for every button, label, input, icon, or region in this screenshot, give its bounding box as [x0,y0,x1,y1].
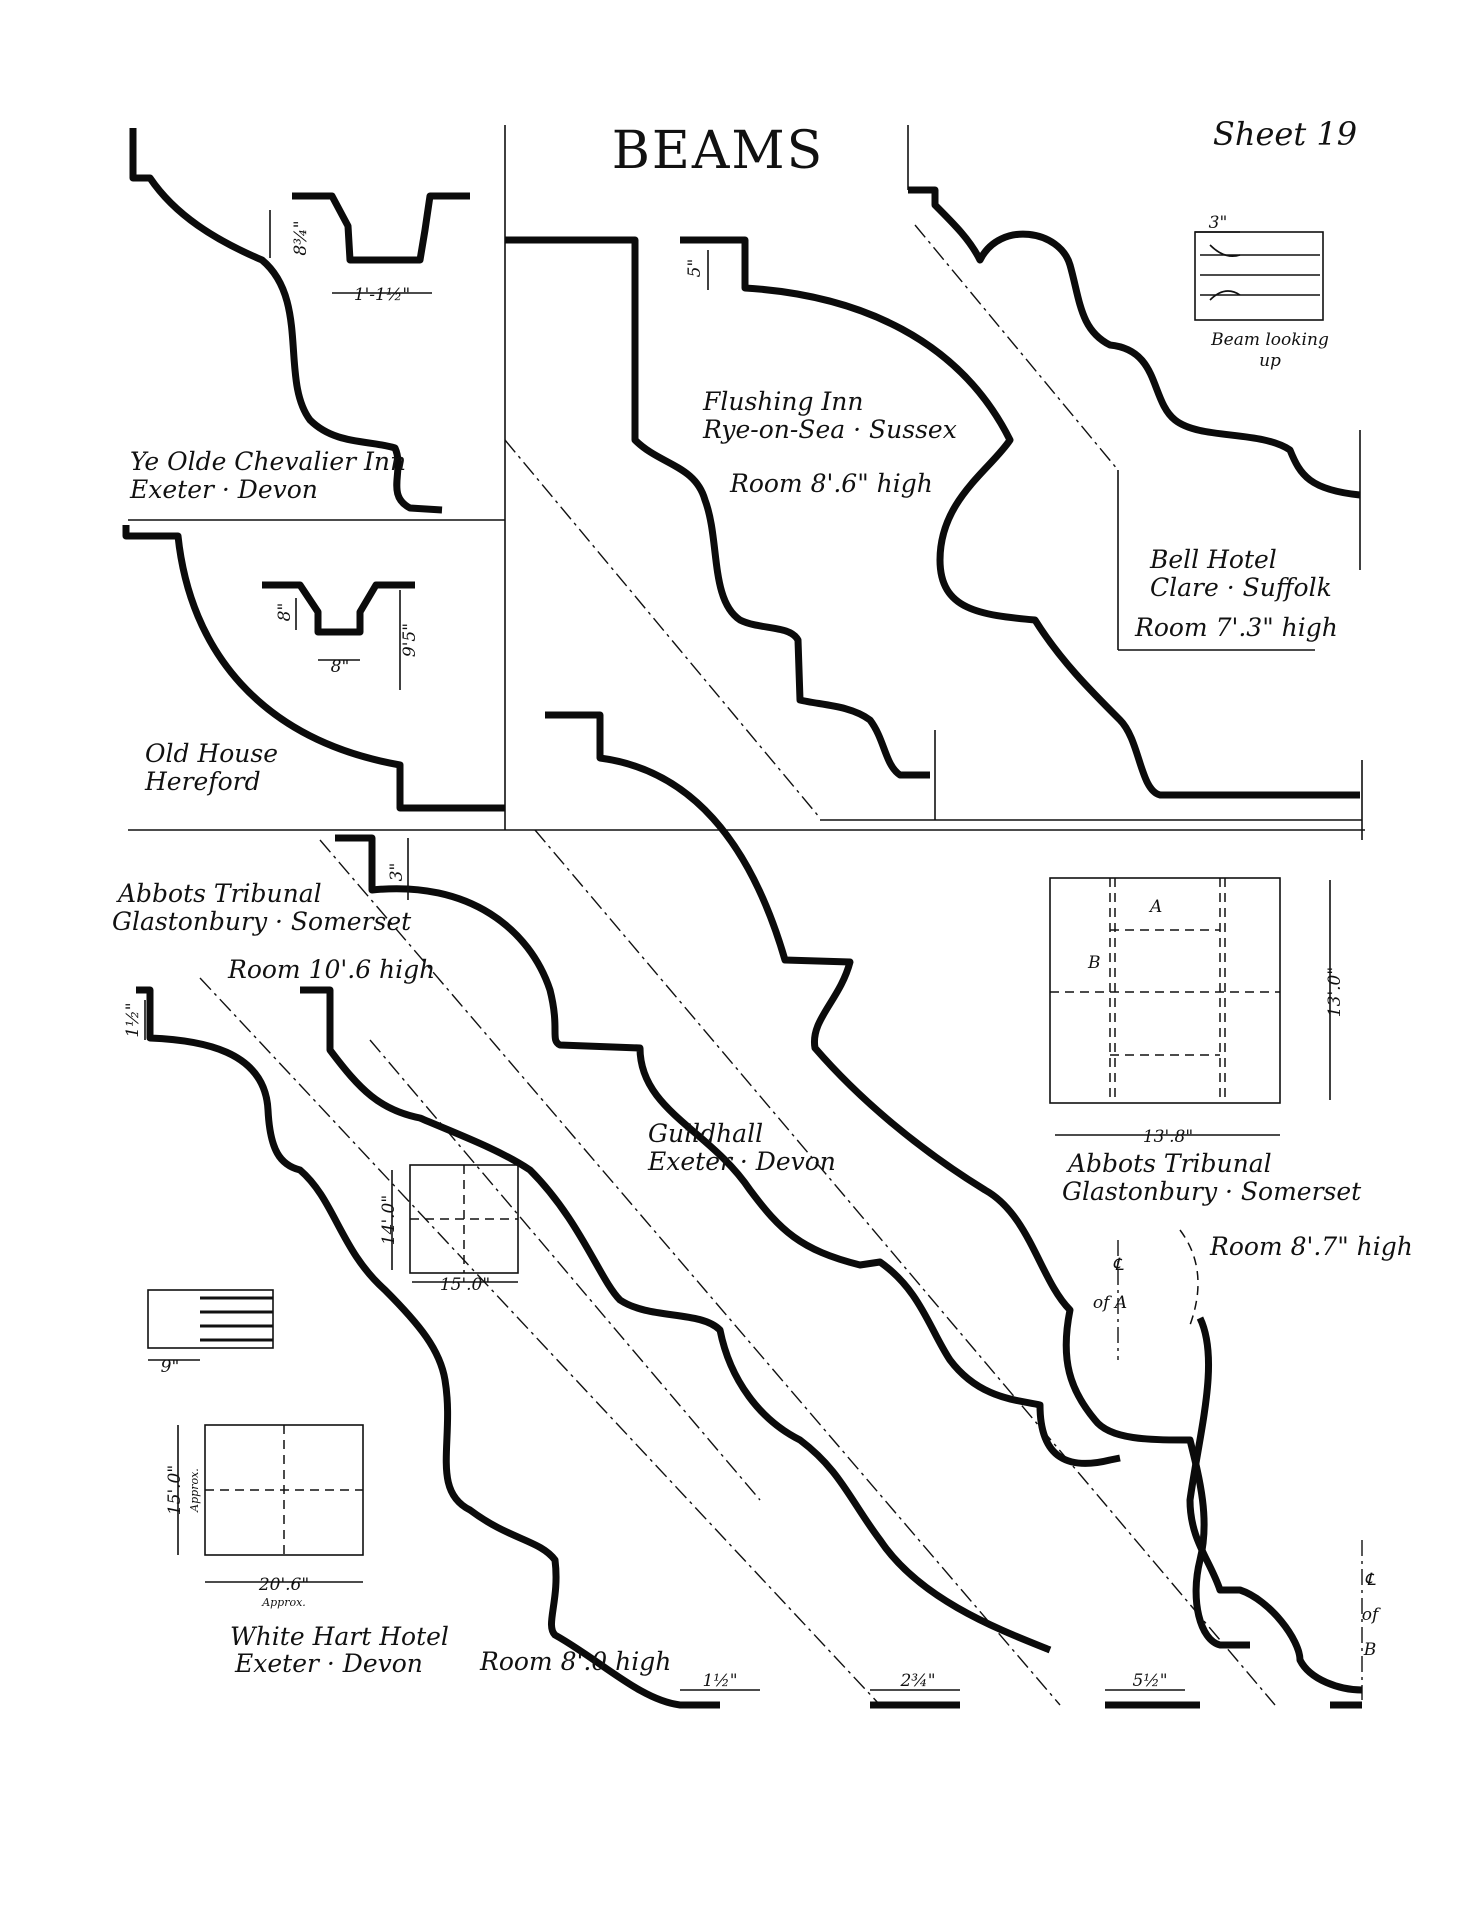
guildhall-plan [391,1164,519,1283]
guildhall-place: Exeter · Devon [647,1147,836,1176]
bell-room: Room 7'.3" high [1134,613,1338,642]
chevalier-dim-width: 1'-1½" [354,285,410,305]
abbots-b-mark-a: A [1148,897,1162,917]
flushing-profile [505,236,930,779]
abbots-b-place: Glastonbury · Somerset [1062,1177,1362,1206]
white-hart-plan-width: 20'.6" [258,1575,309,1595]
abbots-b-section: A B 13'.0" 13'.8" Abbots Tribunal Glasto… [1049,877,1413,1700]
chevalier-profile [129,128,443,514]
guildhall-profile [300,986,1052,1654]
old-house-profile [122,525,505,812]
abbots-b-centre-b-of: of [1362,1605,1381,1625]
bottom-dimensions: 1½" 2¾" 5½" [680,1671,1362,1709]
old-house-dim-width: 8" [331,657,350,677]
abbots-b-centre-a-label: of A [1093,1293,1127,1313]
old-house-dim-depth: 8" [275,603,295,622]
abbots-a-dim-step: 3" [387,863,407,882]
abbots-a-name: Abbots Tribunal [116,879,322,908]
abbots-b-centre-b-symbol: ℄ [1365,1570,1377,1590]
guildhall-name: Guildhall [648,1119,763,1148]
abbots-b-plan-width: 13'.8" [1143,1127,1193,1147]
abbots-b-room: Room 8'.7" high [1209,1232,1413,1261]
bell-beam-detail [1194,231,1324,321]
bell-section: 3" Beam looking up Bell Hotel Clare · Su… [908,186,1361,642]
bell-detail-dim: 3" [1209,213,1228,233]
flushing-dim-step: 5" [685,259,705,278]
flushing-place: Rye-on-Sea · Sussex [702,415,957,444]
white-hart-plan-height: 15'.0" [165,1465,185,1515]
abbots-b-profile [1186,1316,1363,1694]
bottom-dim-3: 5½" [1132,1671,1167,1691]
flushing-room: Room 8'.6" high [729,469,933,498]
white-hart-dim-9: 9" [161,1357,180,1377]
chevalier-moulding-detail [292,192,470,264]
flushing-name: Flushing Inn [702,387,864,416]
abbots-b-centre-a-symbol: ℄ [1113,1255,1125,1275]
bell-detail-caption-1: Beam looking [1210,330,1329,350]
bell-detail-caption-2: up [1259,351,1281,371]
bell-profile [908,186,1361,499]
flushing-cornice-profile [680,236,1360,799]
guildhall-plan-height: 14'.0" [379,1195,399,1245]
white-hart-plan-height-note: Approx. [188,1468,201,1513]
white-hart-section: 1½" 9" 15'.0" Approx. 20'.6" Approx. Whi… [123,986,720,1709]
chevalier-section: 8¾" 1'-1½" Ye Olde Chevalier Inn Exeter … [129,128,470,514]
diagonal-centre-lines [199,224,1276,1706]
bottom-dim-1: 1½" [702,1671,737,1691]
old-house-moulding-detail [262,581,415,636]
sheet-number: Sheet 19 [1213,115,1357,153]
white-hart-room: Room 8'.0 high [479,1647,671,1676]
guildhall-upper-profile [545,711,1250,1649]
sheet-title: BEAMS [612,121,825,181]
frame-lines [128,125,1365,840]
abbots-a-place: Glastonbury · Somerset [112,907,412,936]
white-hart-place: Exeter · Devon [234,1649,423,1678]
old-house-section: 8" 8" 9'5" Old House Hereford [122,525,505,812]
abbots-b-plan [1049,877,1331,1136]
abbots-b-name: Abbots Tribunal [1066,1149,1272,1178]
guildhall-plan-width: 15'.0" [440,1275,490,1295]
chevalier-name: Ye Olde Chevalier Inn [130,447,406,476]
white-hart-plan-width-note: Approx. [261,1596,306,1609]
guildhall-section: Guildhall Exeter · Devon 14'.0" 15'.0" [300,711,1250,1654]
abbots-a-room: Room 10'.6 high [227,955,435,984]
chevalier-place: Exeter · Devon [129,475,318,504]
white-hart-plan [177,1424,364,1583]
old-house-name: Old House [145,739,278,768]
bell-name: Bell Hotel [1149,545,1277,574]
flushing-section: 5" Flushing Inn Rye-on-Sea · Sussex Room… [505,236,1360,799]
old-house-dim-height: 9'5" [400,623,420,657]
abbots-a-profile [335,834,1121,1467]
abbots-b-plan-height: 13'.0" [1325,967,1345,1017]
bell-place: Clare · Suffolk [1150,573,1332,602]
abbots-b-centre-b-label: B [1363,1640,1377,1660]
chevalier-dim-depth: 8¾" [291,220,311,255]
old-house-place: Hereford [144,767,261,796]
bottom-dim-2: 2¾" [899,1671,935,1691]
white-hart-dim-step: 1½" [123,1002,143,1037]
abbots-a-section: 3" Abbots Tribunal Glastonbury · Somerse… [112,834,1121,1467]
abbots-b-mark-b: B [1087,953,1101,973]
white-hart-name: White Hart Hotel [230,1622,449,1651]
white-hart-profile [136,986,720,1709]
white-hart-nine-inch-detail [147,1289,274,1361]
